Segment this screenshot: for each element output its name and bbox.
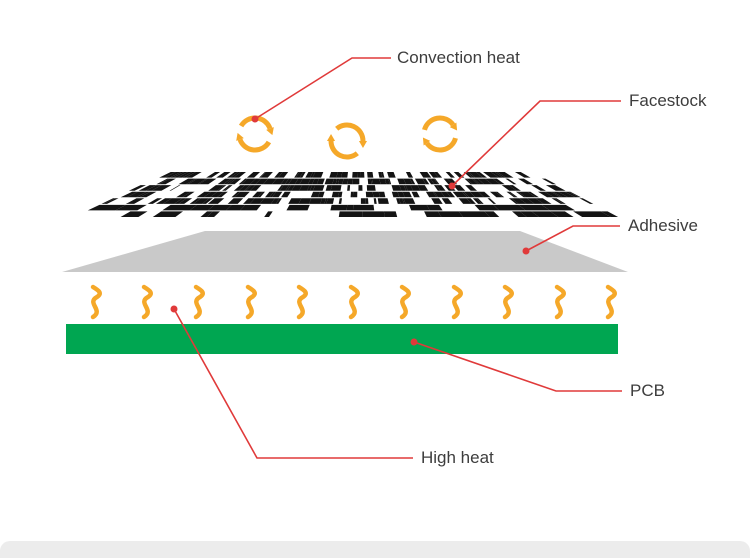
label-pcb: PCB xyxy=(630,381,665,400)
heat-wave-icon xyxy=(144,287,151,317)
heat-wave-row xyxy=(93,287,615,317)
heat-wave-icon xyxy=(351,287,358,317)
heat-wave-icon xyxy=(608,287,615,317)
heat-wave-icon xyxy=(299,287,306,317)
callout-high-heat xyxy=(170,305,413,459)
heat-wave-icon xyxy=(196,287,203,317)
heat-wave-icon xyxy=(454,287,461,317)
pcb-layer xyxy=(66,324,618,354)
label-adhesive: Adhesive xyxy=(628,216,698,235)
callout-facestock xyxy=(448,100,621,190)
callout-pcb xyxy=(410,338,622,392)
heat-wave-icon xyxy=(402,287,409,317)
adhesive-layer xyxy=(62,231,628,272)
footer-strip xyxy=(0,541,750,558)
facestock-barcode-layer xyxy=(87,172,619,217)
heat-wave-icon xyxy=(93,287,100,317)
convection-swirl-icon xyxy=(236,118,274,150)
heat-wave-icon xyxy=(505,287,512,317)
heat-wave-icon xyxy=(248,287,255,317)
callout-adhesive xyxy=(522,225,620,255)
convection-swirl-icon xyxy=(324,120,370,163)
label-high-heat: High heat xyxy=(421,448,494,467)
label-facestock: Facestock xyxy=(629,91,707,110)
label-convection-heat: Convection heat xyxy=(397,48,520,67)
callout-convection-heat xyxy=(251,57,391,123)
heat-wave-icon xyxy=(557,287,564,317)
convection-swirl-icon xyxy=(418,114,463,155)
